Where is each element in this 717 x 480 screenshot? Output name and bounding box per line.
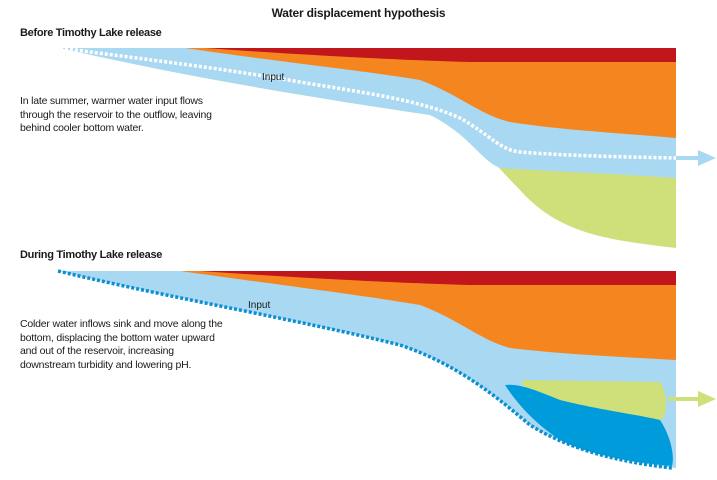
cold-inflow-pool	[505, 384, 673, 466]
cold-inflow-stream-dashed	[57, 269, 673, 470]
surface-layer-warmest	[200, 271, 676, 285]
upper-layer-warm	[185, 48, 676, 138]
outflow-arrow-before	[676, 150, 716, 166]
diagram-title: Water displacement hypothesis	[271, 6, 446, 20]
displaced-bottom-water	[522, 380, 667, 420]
panel-before-reservoir: Input	[59, 46, 716, 248]
panel-during-description: Colder water inflows sink and move along…	[20, 318, 223, 371]
outflow-arrow-during	[668, 391, 716, 407]
input-label-during: Input	[248, 300, 270, 311]
inflow-stream-dashed	[59, 46, 677, 160]
input-label-before: Input	[262, 72, 284, 83]
panel-during-reservoir: Input	[57, 269, 716, 470]
upper-layer-warm	[180, 271, 676, 360]
panel-before-description: In late summer, warmer water input flows…	[20, 95, 212, 134]
panel-during-heading: During Timothy Lake release	[20, 249, 163, 261]
panel-before-heading: Before Timothy Lake release	[20, 27, 162, 39]
surface-layer-warmest	[205, 48, 676, 62]
